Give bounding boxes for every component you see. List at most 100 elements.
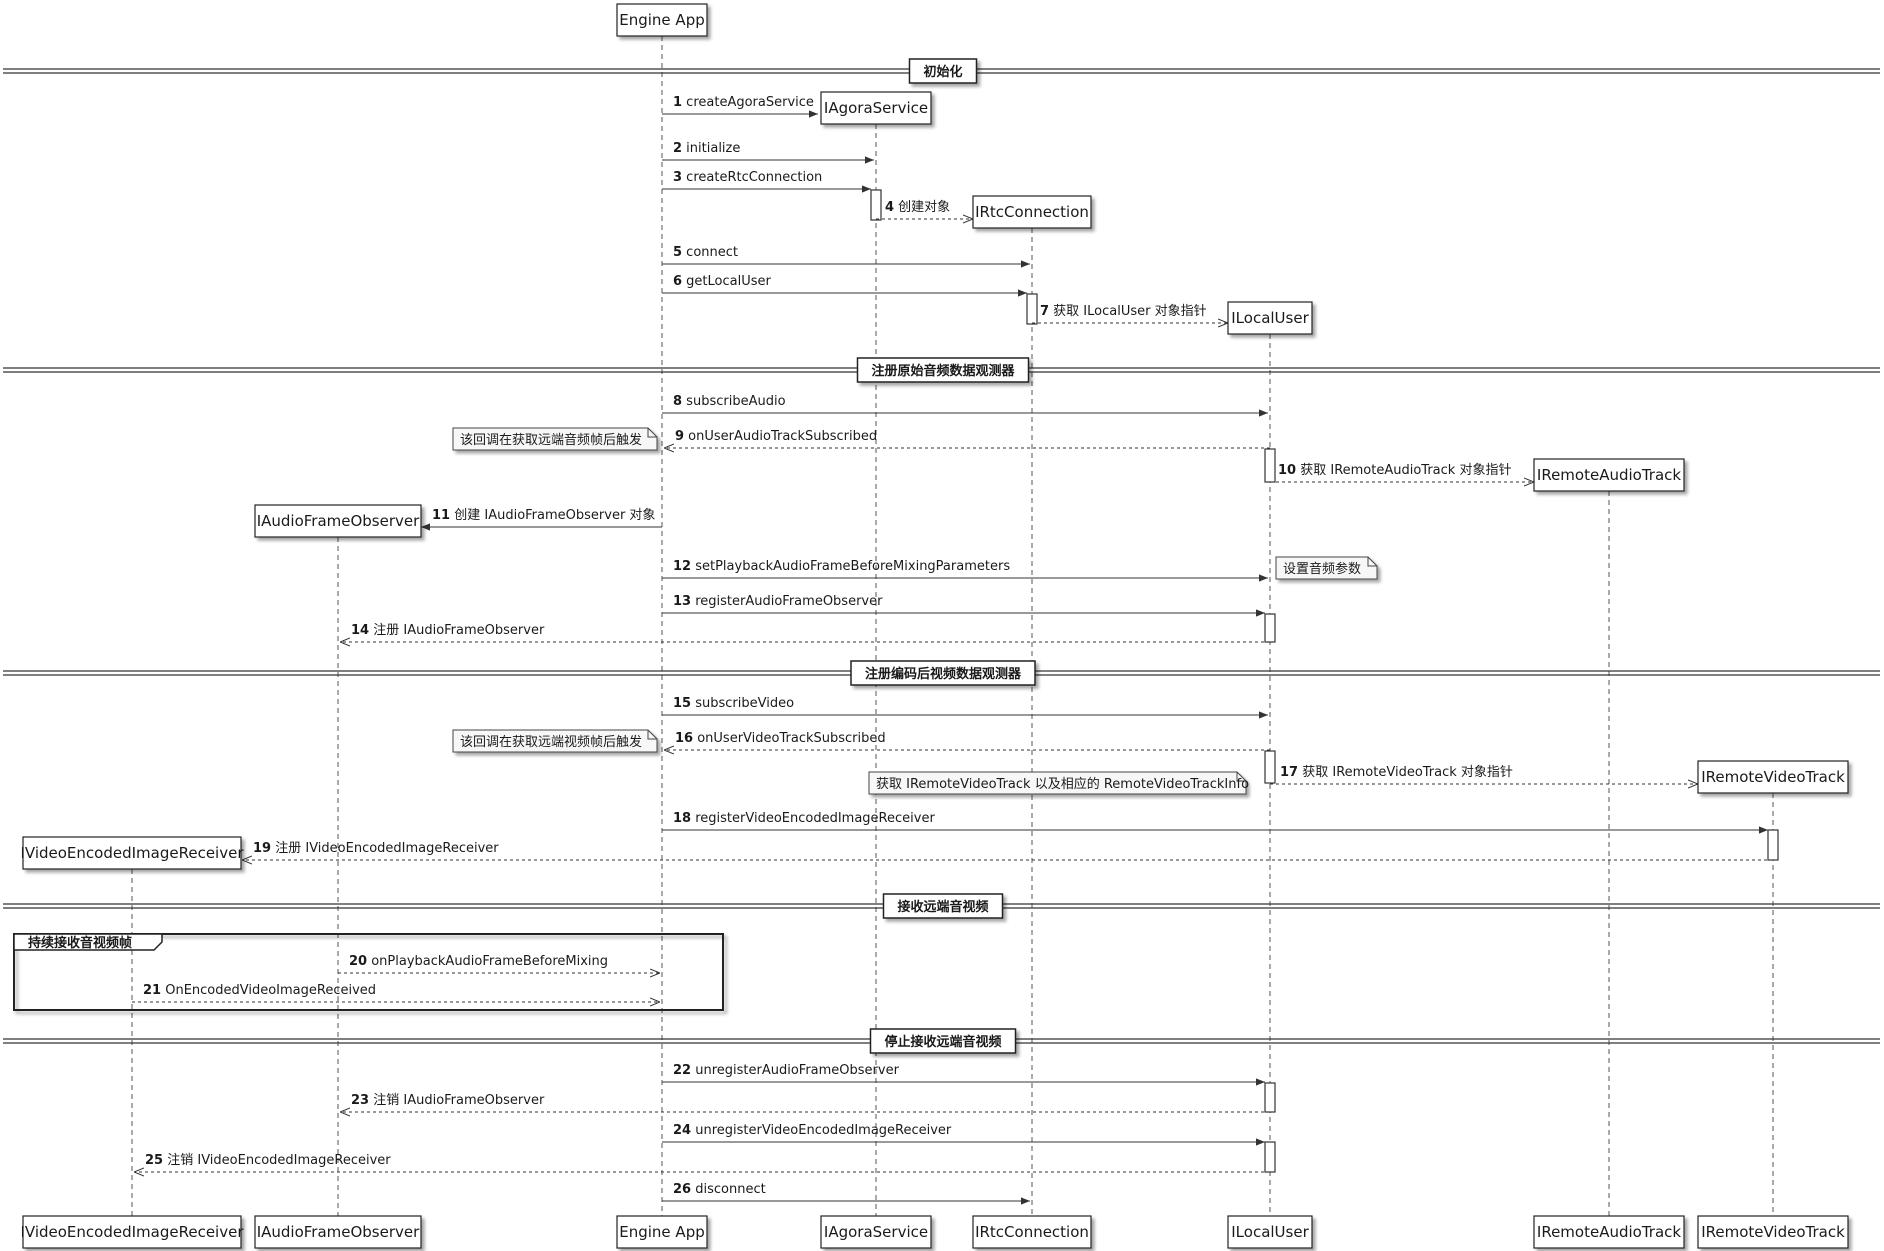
- message-18: 18 registerVideoEncodedImageReceiver: [662, 811, 1768, 834]
- participant-label: IVideoEncodedImageReceiver: [20, 844, 244, 862]
- message-16: 16 onUserVideoTrackSubscribed: [664, 731, 1270, 750]
- activation-bar: [1264, 613, 1276, 643]
- message-number: 11: [432, 508, 450, 523]
- participant-rvt-bottom: IRemoteVideoTrack: [1697, 1215, 1849, 1249]
- message-number: 2: [673, 141, 682, 156]
- message-label: 16 onUserVideoTrackSubscribed: [675, 731, 886, 746]
- message-19: 19 注册 IVideoEncodedImageReceiver: [242, 841, 1773, 860]
- participant-label: Engine App: [619, 11, 704, 29]
- message-14: 14 注册 IAudioFrameObserver: [340, 623, 1270, 642]
- activation-bar: [1264, 750, 1276, 784]
- message-7: 7 获取 ILocalUser 对象指针: [1032, 304, 1228, 323]
- participant-rat-top: IRemoteAudioTrack: [1533, 458, 1685, 492]
- participant-rat-bottom: IRemoteAudioTrack: [1533, 1215, 1685, 1249]
- note-text: 该回调在获取远端视频帧后触发: [460, 734, 642, 750]
- message-label: 20 onPlaybackAudioFrameBeforeMixing: [349, 954, 608, 969]
- message-label: 21 OnEncodedVideoImageReceived: [143, 983, 376, 998]
- message-label: 23 注销 IAudioFrameObserver: [351, 1093, 545, 1108]
- participant-label: IVideoEncodedImageReceiver: [20, 1223, 244, 1241]
- message-2: 2 initialize: [662, 141, 874, 164]
- participant-eng-bottom: Engine App: [616, 1215, 708, 1249]
- message-text: OnEncodedVideoImageReceived: [161, 983, 376, 998]
- section-divider-label: 注册编码后视频数据观测器: [865, 666, 1022, 682]
- message-number: 4: [885, 200, 894, 215]
- message-label: 24 unregisterVideoEncodedImageReceiver: [673, 1123, 952, 1138]
- loop-frame-label: 持续接收音视频帧: [28, 935, 132, 951]
- message-number: 19: [253, 841, 271, 856]
- message-number: 15: [673, 696, 691, 711]
- message-number: 21: [143, 983, 161, 998]
- loop-frame: 持续接收音视频帧: [13, 933, 724, 1011]
- participant-label: IRemoteVideoTrack: [1701, 1223, 1845, 1241]
- message-text: onUserVideoTrackSubscribed: [693, 731, 886, 746]
- message-text: initialize: [682, 141, 740, 156]
- message-label: 11 创建 IAudioFrameObserver 对象: [432, 508, 655, 523]
- participant-label: Engine App: [619, 1223, 704, 1241]
- message-label: 22 unregisterAudioFrameObserver: [673, 1063, 900, 1078]
- message-number: 22: [673, 1063, 691, 1078]
- message-number: 12: [673, 559, 691, 574]
- message-text: createRtcConnection: [682, 170, 822, 185]
- message-text: 获取 IRemoteVideoTrack 对象指针: [1298, 765, 1513, 780]
- message-1: 1 createAgoraService: [662, 95, 818, 118]
- message-11: 11 创建 IAudioFrameObserver 对象: [421, 508, 662, 531]
- participant-label: IAudioFrameObserver: [257, 512, 420, 530]
- message-text: 创建 IAudioFrameObserver 对象: [450, 508, 655, 523]
- message-24: 24 unregisterVideoEncodedImageReceiver: [662, 1123, 1265, 1146]
- note-text: 该回调在获取远端音频帧后触发: [460, 432, 642, 448]
- activation-bar: [1026, 293, 1038, 325]
- participant-veir-bottom: IVideoEncodedImageReceiver: [20, 1215, 244, 1249]
- message-text: setPlaybackAudioFrameBeforeMixingParamet…: [691, 559, 1010, 574]
- section-divider-label: 初始化: [923, 64, 962, 80]
- message-label: 26 disconnect: [673, 1182, 766, 1197]
- message-text: 注册 IAudioFrameObserver: [369, 623, 545, 638]
- message-text: unregisterVideoEncodedImageReceiver: [691, 1123, 952, 1138]
- message-label: 12 setPlaybackAudioFrameBeforeMixingPara…: [673, 559, 1010, 574]
- message-text: onUserAudioTrackSubscribed: [684, 429, 877, 444]
- message-8: 8 subscribeAudio: [662, 394, 1268, 417]
- participant-afo-bottom: IAudioFrameObserver: [254, 1215, 422, 1249]
- message-number: 1: [673, 95, 682, 110]
- participant-label: IRemoteAudioTrack: [1537, 466, 1681, 484]
- message-label: 15 subscribeVideo: [673, 696, 794, 711]
- message-label: 4 创建对象: [885, 200, 950, 215]
- message-number: 16: [675, 731, 693, 746]
- message-number: 26: [673, 1182, 691, 1197]
- message-label: 7 获取 ILocalUser 对象指针: [1040, 304, 1207, 319]
- message-label: 19 注册 IVideoEncodedImageReceiver: [253, 841, 499, 856]
- message-text: subscribeVideo: [691, 696, 794, 711]
- message-17: 17 获取 IRemoteVideoTrack 对象指针: [1270, 765, 1698, 784]
- message-number: 6: [673, 274, 682, 289]
- message-25: 25 注销 IVideoEncodedImageReceiver: [134, 1153, 1270, 1172]
- participant-rtc-top: IRtcConnection: [972, 195, 1092, 229]
- message-number: 23: [351, 1093, 369, 1108]
- section-divider-label: 注册原始音频数据观测器: [871, 363, 1015, 379]
- message-26: 26 disconnect: [662, 1182, 1030, 1205]
- message-text: connect: [682, 245, 738, 260]
- note: 设置音频参数: [1275, 556, 1378, 580]
- message-text: registerAudioFrameObserver: [691, 594, 883, 609]
- message-label: 6 getLocalUser: [673, 274, 772, 289]
- message-number: 5: [673, 245, 682, 260]
- message-20: 20 onPlaybackAudioFrameBeforeMixing: [338, 954, 660, 973]
- activation-bar: [1264, 448, 1276, 483]
- note-text: 获取 IRemoteVideoTrack 以及相应的 RemoteVideoTr…: [876, 776, 1249, 792]
- section-divider: 注册编码后视频数据观测器: [3, 660, 1880, 686]
- message-23: 23 注销 IAudioFrameObserver: [340, 1093, 1270, 1112]
- message-text: disconnect: [691, 1182, 766, 1197]
- message-label: 1 createAgoraService: [673, 95, 814, 110]
- participant-afo-top: IAudioFrameObserver: [254, 504, 422, 538]
- message-22: 22 unregisterAudioFrameObserver: [662, 1063, 1265, 1086]
- note: 该回调在获取远端音频帧后触发: [452, 427, 658, 451]
- message-number: 13: [673, 594, 691, 609]
- message-label: 18 registerVideoEncodedImageReceiver: [673, 811, 935, 826]
- message-21: 21 OnEncodedVideoImageReceived: [132, 983, 660, 1002]
- message-4: 4 创建对象: [876, 200, 973, 219]
- message-9: 9 onUserAudioTrackSubscribed: [664, 429, 1270, 448]
- message-text: 创建对象: [894, 200, 950, 215]
- message-3: 3 createRtcConnection: [662, 170, 871, 193]
- section-divider: 停止接收远端音视频: [3, 1028, 1880, 1054]
- participant-label: ILocalUser: [1231, 1223, 1309, 1241]
- participant-label: IAudioFrameObserver: [257, 1223, 420, 1241]
